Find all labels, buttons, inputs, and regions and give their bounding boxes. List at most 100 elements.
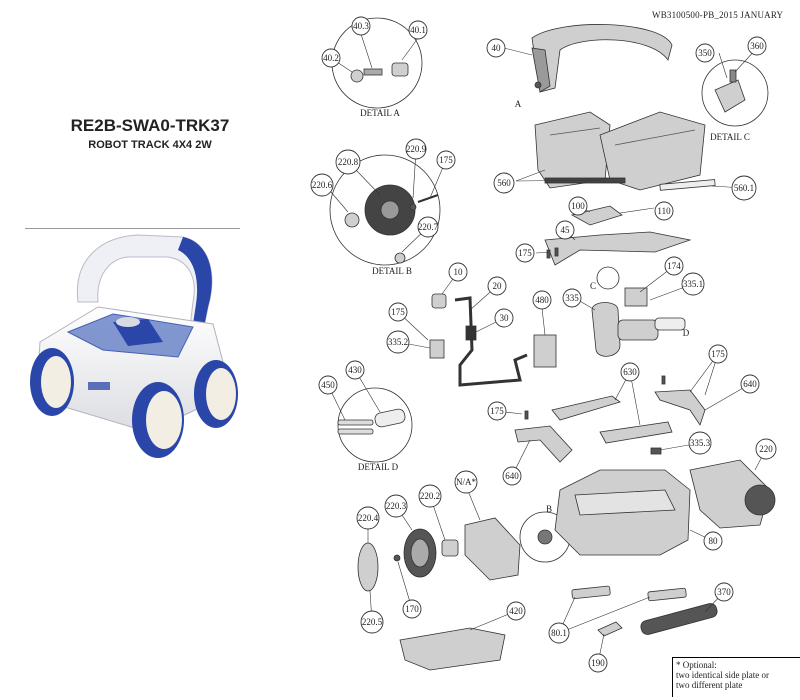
callout-560-1: 560.1	[734, 183, 754, 193]
part-100	[570, 205, 623, 226]
callout-220-9: 220.9	[406, 144, 427, 154]
part-45-cover	[544, 231, 692, 266]
callout-370: 370	[717, 587, 731, 597]
callout-480: 480	[535, 295, 549, 305]
part-640-right	[654, 389, 706, 426]
part-220-4	[357, 542, 379, 592]
callout-220-8: 220.8	[338, 157, 359, 167]
part-40-2	[350, 69, 364, 83]
product-name: ROBOT TRACK 4X4 2W	[88, 139, 212, 151]
letter-b: B	[546, 504, 552, 514]
part-40-handle	[531, 24, 673, 93]
letter-c: C	[590, 281, 596, 291]
letter-a: A	[515, 99, 522, 109]
callout-175: 175	[391, 307, 405, 317]
callout-350: 350	[698, 48, 712, 58]
note-line-2: two identical side plate or	[676, 670, 769, 680]
callout-430: 430	[348, 365, 362, 375]
callout-220-7: 220.7	[418, 222, 439, 232]
detail-a-circle	[331, 17, 423, 109]
product-code: RE2B-SWA0-TRK37	[70, 116, 230, 135]
callout-220-2: 220.2	[420, 491, 440, 501]
callout-40-1: 40.1	[410, 25, 426, 35]
detail-c-mini-circle	[596, 266, 620, 290]
letter-d: D	[683, 328, 690, 338]
callout-220-4: 220.4	[358, 513, 379, 523]
callout-110: 110	[657, 206, 671, 216]
callout-170: 170	[405, 604, 419, 614]
document-code: WB3100500-PB_2015 JANUARY	[652, 10, 784, 20]
callout-80-1: 80.1	[551, 628, 567, 638]
part-350-propeller	[714, 79, 746, 113]
part-630-b	[599, 421, 673, 444]
part-80-1-b	[647, 587, 687, 602]
part-560-1-label	[659, 179, 716, 191]
optional-note: * Optional: two identical side plate or …	[672, 657, 800, 697]
part-335-motor	[591, 302, 621, 357]
callout-560: 560	[497, 178, 511, 188]
callout-220-5: 220.5	[362, 617, 383, 627]
callout-175: 175	[439, 155, 453, 165]
detail-d-circle	[337, 387, 413, 463]
callout-40-3: 40.3	[353, 21, 369, 31]
callout-220-3: 220.3	[386, 501, 407, 511]
callout-220-6: 220.6	[312, 180, 333, 190]
detail-b-label: DETAIL B	[372, 266, 412, 276]
callout-80: 80	[709, 536, 719, 546]
callout-190: 190	[591, 658, 605, 668]
part-335-2	[429, 339, 445, 359]
callout-175: 175	[490, 406, 504, 416]
robot-product-photo	[30, 234, 238, 458]
callout-40: 40	[492, 43, 502, 53]
callout-630: 630	[623, 367, 637, 377]
detail-a-label: DETAIL A	[360, 108, 400, 118]
callout-10: 10	[454, 267, 464, 277]
callout-100: 100	[571, 201, 585, 211]
part-220-6	[344, 212, 360, 228]
part-370-brush	[640, 603, 718, 635]
detail-c-circle	[701, 59, 769, 127]
callout-450: 450	[321, 380, 335, 390]
part-220-7	[394, 252, 406, 264]
callout-420: 420	[509, 606, 523, 616]
detail-d-label: DETAIL D	[358, 462, 399, 472]
callout-30: 30	[500, 313, 510, 323]
divider	[25, 228, 240, 229]
callout-220: 220	[759, 444, 773, 454]
part-450	[337, 419, 374, 426]
note-line-3: two different plate	[676, 680, 743, 690]
detail-b-circle	[329, 154, 441, 266]
callout-640: 640	[743, 379, 757, 389]
part-190	[597, 621, 623, 637]
callout-175: 175	[711, 349, 725, 359]
part-na-plate	[464, 517, 521, 581]
callout-335-2: 335.2	[388, 337, 408, 347]
part-80-1-a	[571, 585, 611, 600]
callout-175: 175	[518, 248, 532, 258]
part-220-2	[441, 539, 459, 557]
part-40-1	[391, 62, 409, 77]
callout-40-2: 40.2	[323, 53, 339, 63]
part-20-tube	[454, 296, 528, 387]
part-420-tray	[399, 627, 506, 671]
callout-640: 640	[505, 471, 519, 481]
part-560-left-basket	[534, 111, 611, 189]
part-640-left	[514, 425, 573, 463]
callout-20: 20	[493, 281, 503, 291]
part-630-a	[551, 395, 621, 421]
callout-na: N/A*	[456, 477, 476, 487]
callout-360: 360	[750, 41, 764, 51]
part-10	[431, 293, 447, 309]
detail-c-label: DETAIL C	[710, 132, 750, 142]
note-line-1: * Optional:	[676, 660, 717, 670]
callout-45: 45	[561, 225, 571, 235]
part-480	[533, 334, 557, 368]
callout-335-1: 335.1	[683, 279, 703, 289]
callout-174: 174	[667, 261, 681, 271]
part-174	[624, 287, 648, 307]
callout-335: 335	[565, 293, 579, 303]
part-30	[465, 325, 477, 341]
callout-335-3: 335.3	[690, 438, 711, 448]
part-430	[374, 408, 406, 428]
